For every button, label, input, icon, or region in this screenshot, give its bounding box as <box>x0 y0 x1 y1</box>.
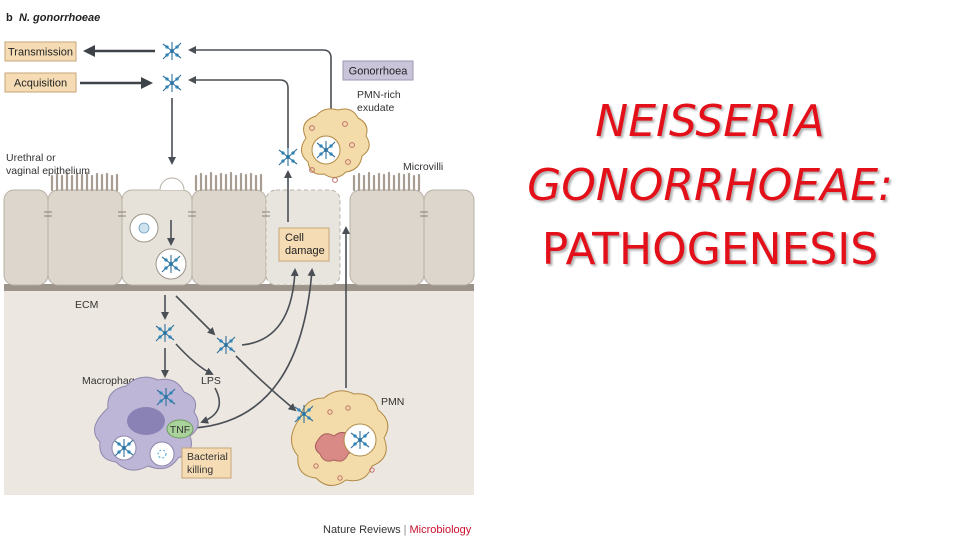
exudate-label-line2: exudate <box>357 102 395 114</box>
arrow-lps-to-tnf <box>200 387 221 424</box>
arrow-to-lps <box>175 343 214 375</box>
lps-label: LPS <box>201 375 221 387</box>
epithelium-label-line1: Urethral or <box>6 152 56 164</box>
panel-title: N. gonorrhoeae <box>19 12 100 24</box>
slide-title-line2: GONORRHOEAE: <box>527 160 893 211</box>
arrow-to-pmn <box>235 355 297 412</box>
arrow-lps-to-damage <box>241 268 299 346</box>
cell-damage-box: Cell damage <box>278 227 330 262</box>
tnf-label: TNF <box>170 424 190 436</box>
pmn-exudate-cluster <box>301 108 370 183</box>
credit-journal: Microbiology <box>409 524 472 536</box>
microvilli-label: Microvilli <box>403 161 443 173</box>
acquisition-label: Acquisition <box>14 78 67 90</box>
exudate-label-line1: PMN-rich <box>357 89 401 101</box>
acquisition-box: Acquisition <box>4 72 77 93</box>
macrophage <box>94 376 199 471</box>
pmn-tissue <box>291 390 389 486</box>
arrow-tnf-to-damage <box>193 268 316 429</box>
panel-letter: b <box>6 12 13 24</box>
slide-title-line1: NEISSERIA <box>595 96 825 147</box>
arrow-exudate-to-transmission <box>188 46 332 110</box>
bacterial-killing-line1: Bacterial <box>187 451 228 463</box>
tnf-badge: TNF <box>166 419 194 439</box>
microvilli <box>50 171 421 192</box>
bacterial-killing-box: Bacterial killing <box>181 447 232 479</box>
arrow-to-lps-bacterium <box>175 295 216 336</box>
epithelium-label-line2: vaginal epithelium <box>6 165 90 177</box>
bacterium-acquisition <box>162 73 182 93</box>
cell-damage-line1: Cell <box>285 232 304 244</box>
subepithelial-tissue <box>4 290 474 495</box>
credit-publisher: Nature Reviews <box>323 524 401 536</box>
slide-title-line3: PATHOGENESIS <box>541 224 879 275</box>
ecm-layer <box>4 284 474 291</box>
pmn-label: PMN <box>381 396 404 408</box>
endocytic-pit <box>159 177 185 191</box>
transmission-label: Transmission <box>8 47 73 59</box>
ecm-label: ECM <box>75 299 98 311</box>
gonorrhoea-box: Gonorrhoea <box>342 60 414 81</box>
bacterium-shed <box>278 147 298 167</box>
epithelium <box>3 189 475 286</box>
macrophage-label: Macrophage <box>82 375 141 387</box>
figure-credit: Nature Reviews|Microbiology <box>323 524 472 536</box>
transmission-box: Transmission <box>4 41 77 62</box>
bacterial-killing-line2: killing <box>187 464 213 476</box>
bacterium-transmission <box>162 41 182 61</box>
cell-damage-line2: damage <box>285 245 325 257</box>
gonorrhoea-label: Gonorrhoea <box>349 66 409 78</box>
arrow-shed-to-acquisition <box>188 76 289 148</box>
